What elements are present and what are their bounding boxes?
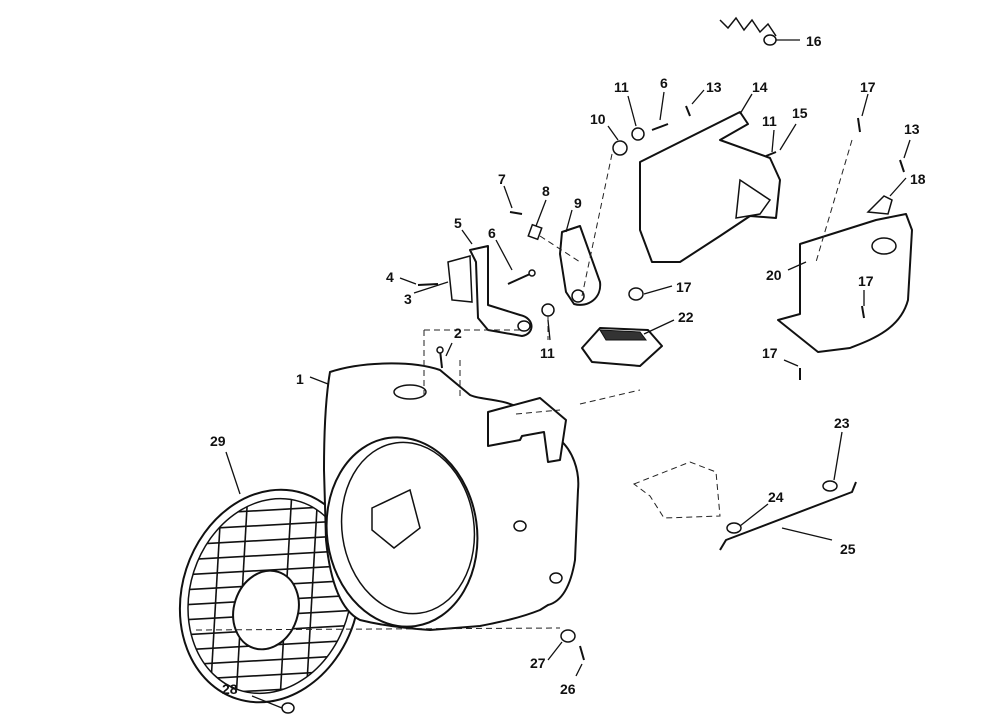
part-29-fan-grille — [178, 488, 362, 704]
part-17-bolt-side — [861, 305, 865, 319]
callout-14: 14 — [752, 79, 768, 95]
part-25-rod — [719, 481, 857, 551]
linkage-phantom — [632, 461, 721, 519]
callout-23: 23 — [834, 415, 850, 431]
callout-17-top: 17 — [860, 79, 876, 95]
part-8-clip — [527, 223, 543, 241]
part-13-screw-top — [685, 105, 691, 117]
part-11-washer-top — [631, 127, 645, 141]
callout-labels: 1 2 3 4 5 6 6 7 8 9 10 11 11 11 13 13 14… — [210, 33, 926, 697]
part-17-bolt-top-right — [857, 117, 861, 133]
callout-17-center: 17 — [676, 279, 692, 295]
callout-3: 3 — [404, 291, 412, 307]
callout-11-right: 11 — [762, 113, 777, 129]
callout-22: 22 — [678, 309, 694, 325]
callout-5: 5 — [454, 215, 462, 231]
part-28-screw — [281, 702, 295, 714]
callout-11-top: 11 — [614, 79, 629, 95]
part-2-screw — [436, 346, 444, 369]
callout-24: 24 — [768, 489, 784, 505]
part-7-screw — [509, 211, 523, 215]
part-18-clip — [866, 195, 893, 215]
callout-28: 28 — [222, 681, 238, 697]
callout-26: 26 — [560, 681, 576, 697]
part-15-screw — [765, 151, 777, 157]
assembly-lines — [195, 139, 853, 631]
part-6-screw-top — [651, 123, 669, 131]
callout-16: 16 — [806, 33, 822, 49]
part-26-screw — [579, 645, 585, 661]
callout-13-right: 13 — [904, 121, 920, 137]
callout-20: 20 — [766, 267, 782, 283]
callout-2: 2 — [454, 325, 462, 341]
part-14-upper-shroud — [639, 111, 781, 263]
part-23-clip — [822, 480, 838, 492]
part-4-pin — [417, 283, 439, 286]
callout-7: 7 — [498, 171, 506, 187]
callout-25: 25 — [840, 541, 856, 557]
callout-11-mid: 11 — [540, 345, 555, 361]
part-6-screw-left — [507, 269, 536, 285]
callout-4: 4 — [386, 269, 394, 285]
callout-18: 18 — [910, 171, 926, 187]
part-20-side-shroud — [777, 213, 913, 353]
part-17-bolt-center — [628, 287, 644, 301]
callout-6-top: 6 — [660, 75, 668, 91]
callout-1: 1 — [296, 371, 304, 387]
callout-13-top: 13 — [706, 79, 722, 95]
leader-lines — [225, 39, 911, 709]
part-22-mounting-plate — [581, 327, 663, 367]
callout-15: 15 — [792, 105, 808, 121]
part-24-clip — [726, 522, 742, 534]
callout-17-side: 17 — [858, 273, 874, 289]
callout-9: 9 — [574, 195, 582, 211]
part-16-spring — [719, 16, 777, 46]
part-27-washer — [560, 629, 576, 643]
callout-6-bracket: 6 — [488, 225, 496, 241]
callout-29: 29 — [210, 433, 226, 449]
part-13-screw-right — [899, 159, 905, 173]
part-1-blower-housing — [323, 362, 580, 631]
part-11-washer-mid — [541, 303, 555, 317]
part-9-lever-bracket — [559, 225, 602, 306]
callout-8: 8 — [542, 183, 550, 199]
callout-27: 27 — [530, 655, 546, 671]
callout-17-bottom: 17 — [762, 345, 778, 361]
part-5-bracket — [447, 245, 533, 337]
part-10-bushing — [612, 140, 628, 156]
callout-10: 10 — [590, 111, 606, 127]
